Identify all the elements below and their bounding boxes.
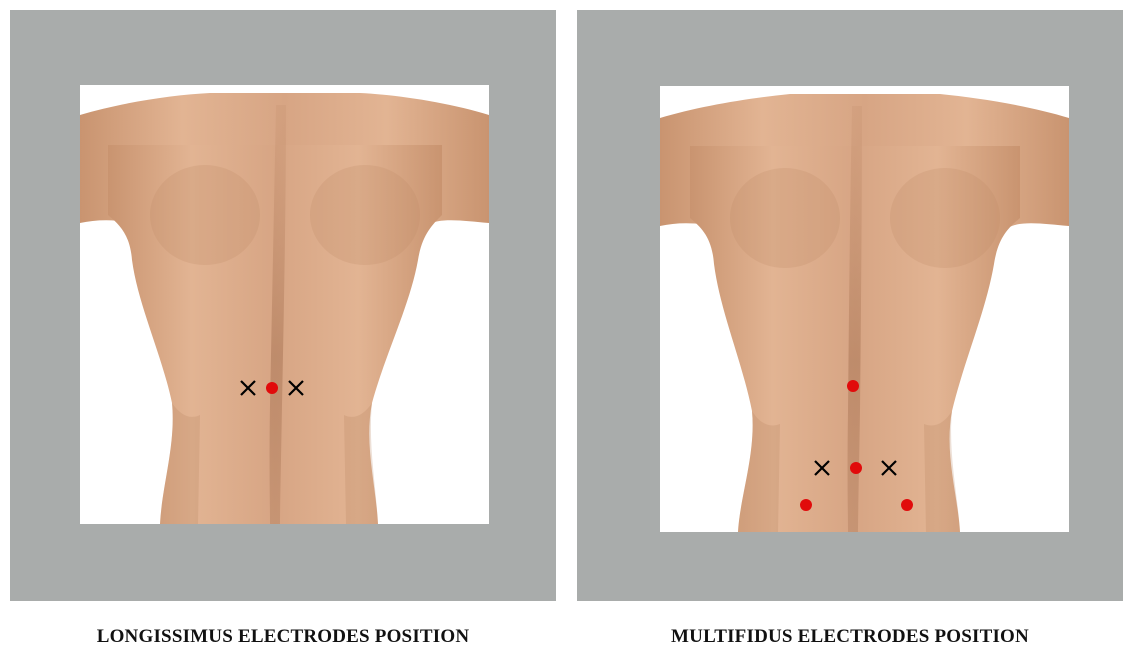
multifidus-caption: MULTIFIDUS ELECTRODES POSITION — [577, 626, 1123, 648]
multifidus-panel — [577, 10, 1123, 601]
back-photo-longissimus — [80, 85, 489, 524]
human-back-illustration — [80, 85, 489, 524]
back-photo-multifidus — [660, 86, 1069, 532]
human-back-illustration — [660, 86, 1069, 532]
electrode-dot-lower-left — [800, 499, 812, 511]
longissimus-panel — [10, 10, 556, 601]
electrode-dot-lower-right — [901, 499, 913, 511]
longissimus-caption: LONGISSIMUS ELECTRODES POSITION — [10, 626, 556, 648]
electrode-dot-reference — [266, 382, 278, 394]
electrode-dot-center — [850, 462, 862, 474]
electrode-dot-upper — [847, 380, 859, 392]
